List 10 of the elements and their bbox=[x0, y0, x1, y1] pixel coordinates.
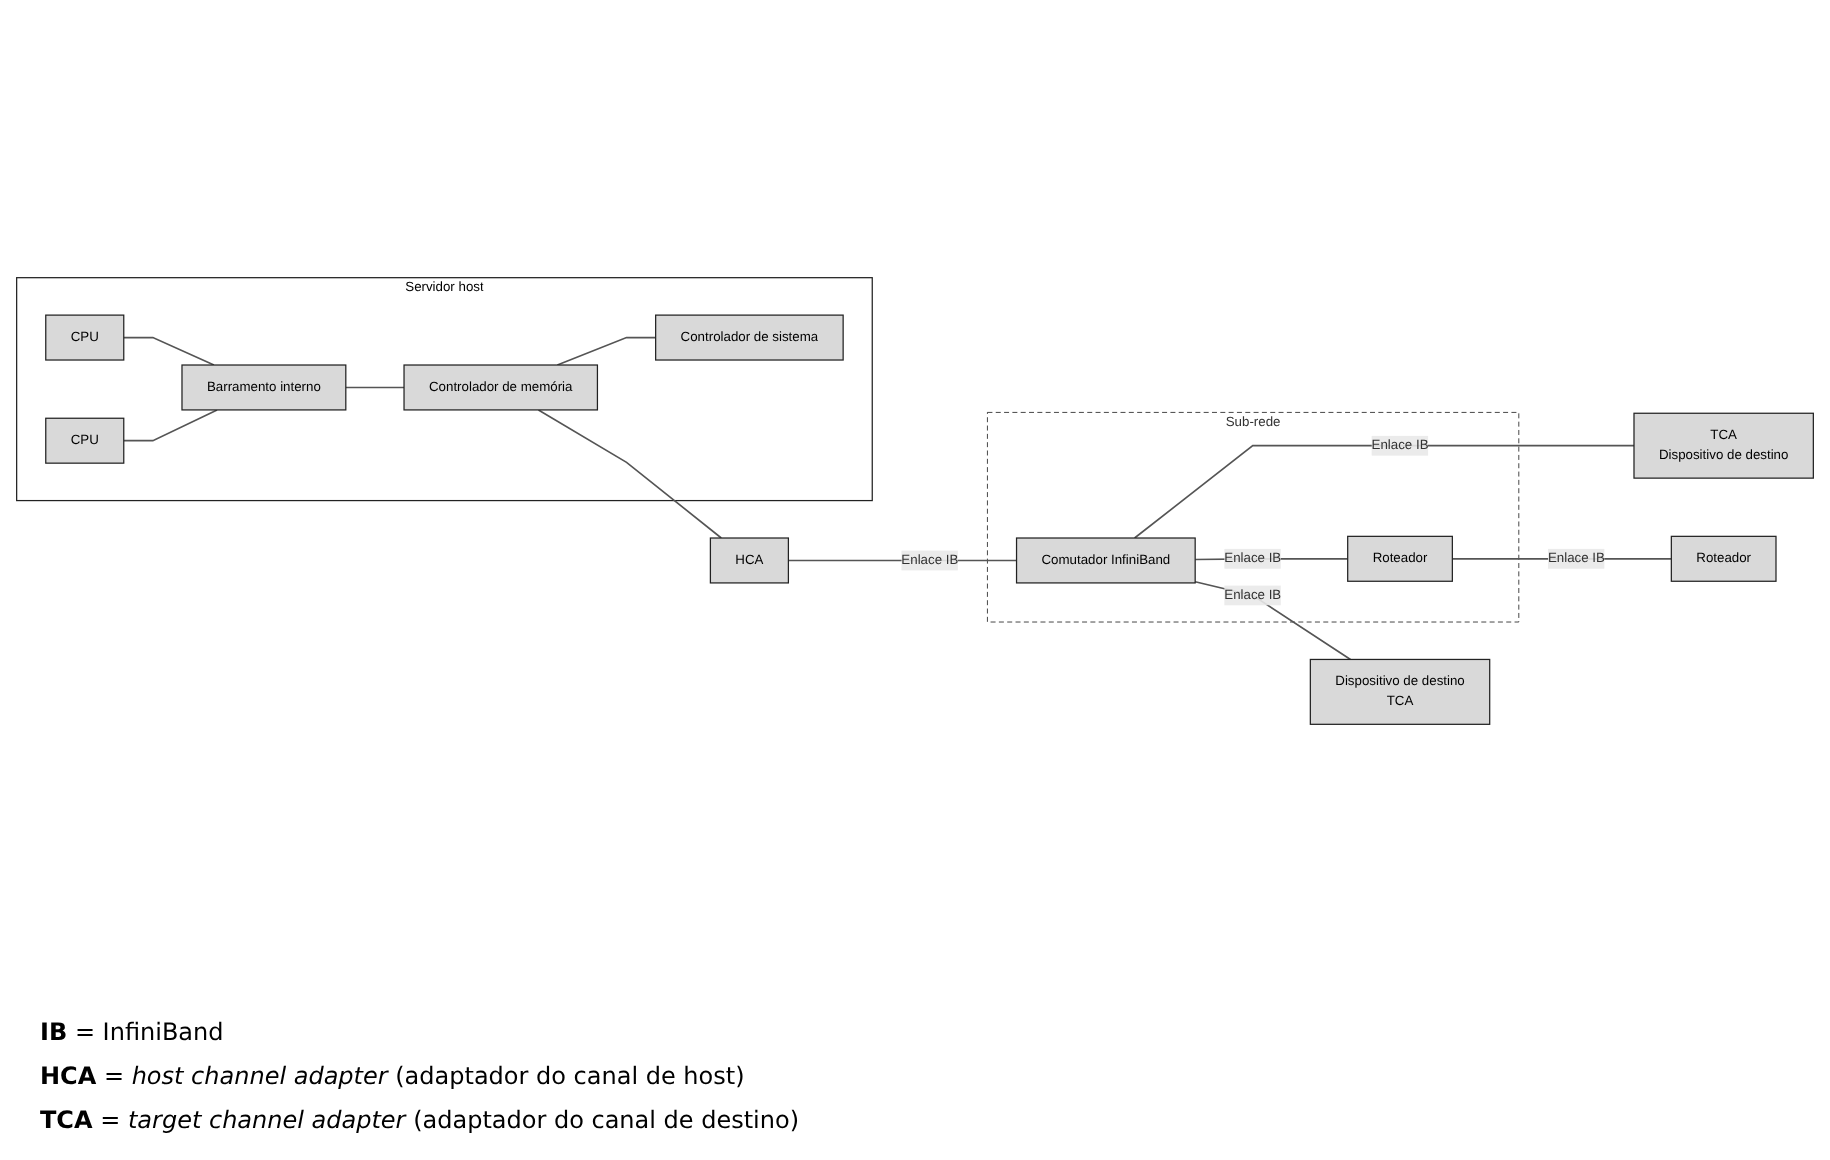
legend-note: IB = InfiniBand bbox=[40, 1016, 224, 1050]
connector bbox=[122, 335, 215, 365]
connector bbox=[537, 408, 723, 538]
connector bbox=[122, 408, 218, 441]
legend-note: TCA = target channel adapter (adaptador do canal de destino) bbox=[40, 1104, 800, 1138]
connector bbox=[1194, 579, 1352, 660]
connector bbox=[556, 335, 657, 365]
connector bbox=[1133, 443, 1635, 538]
connector bbox=[345, 385, 405, 388]
legend-note: HCA = host channel adapter (adaptador do canal de host) bbox=[40, 1060, 745, 1094]
